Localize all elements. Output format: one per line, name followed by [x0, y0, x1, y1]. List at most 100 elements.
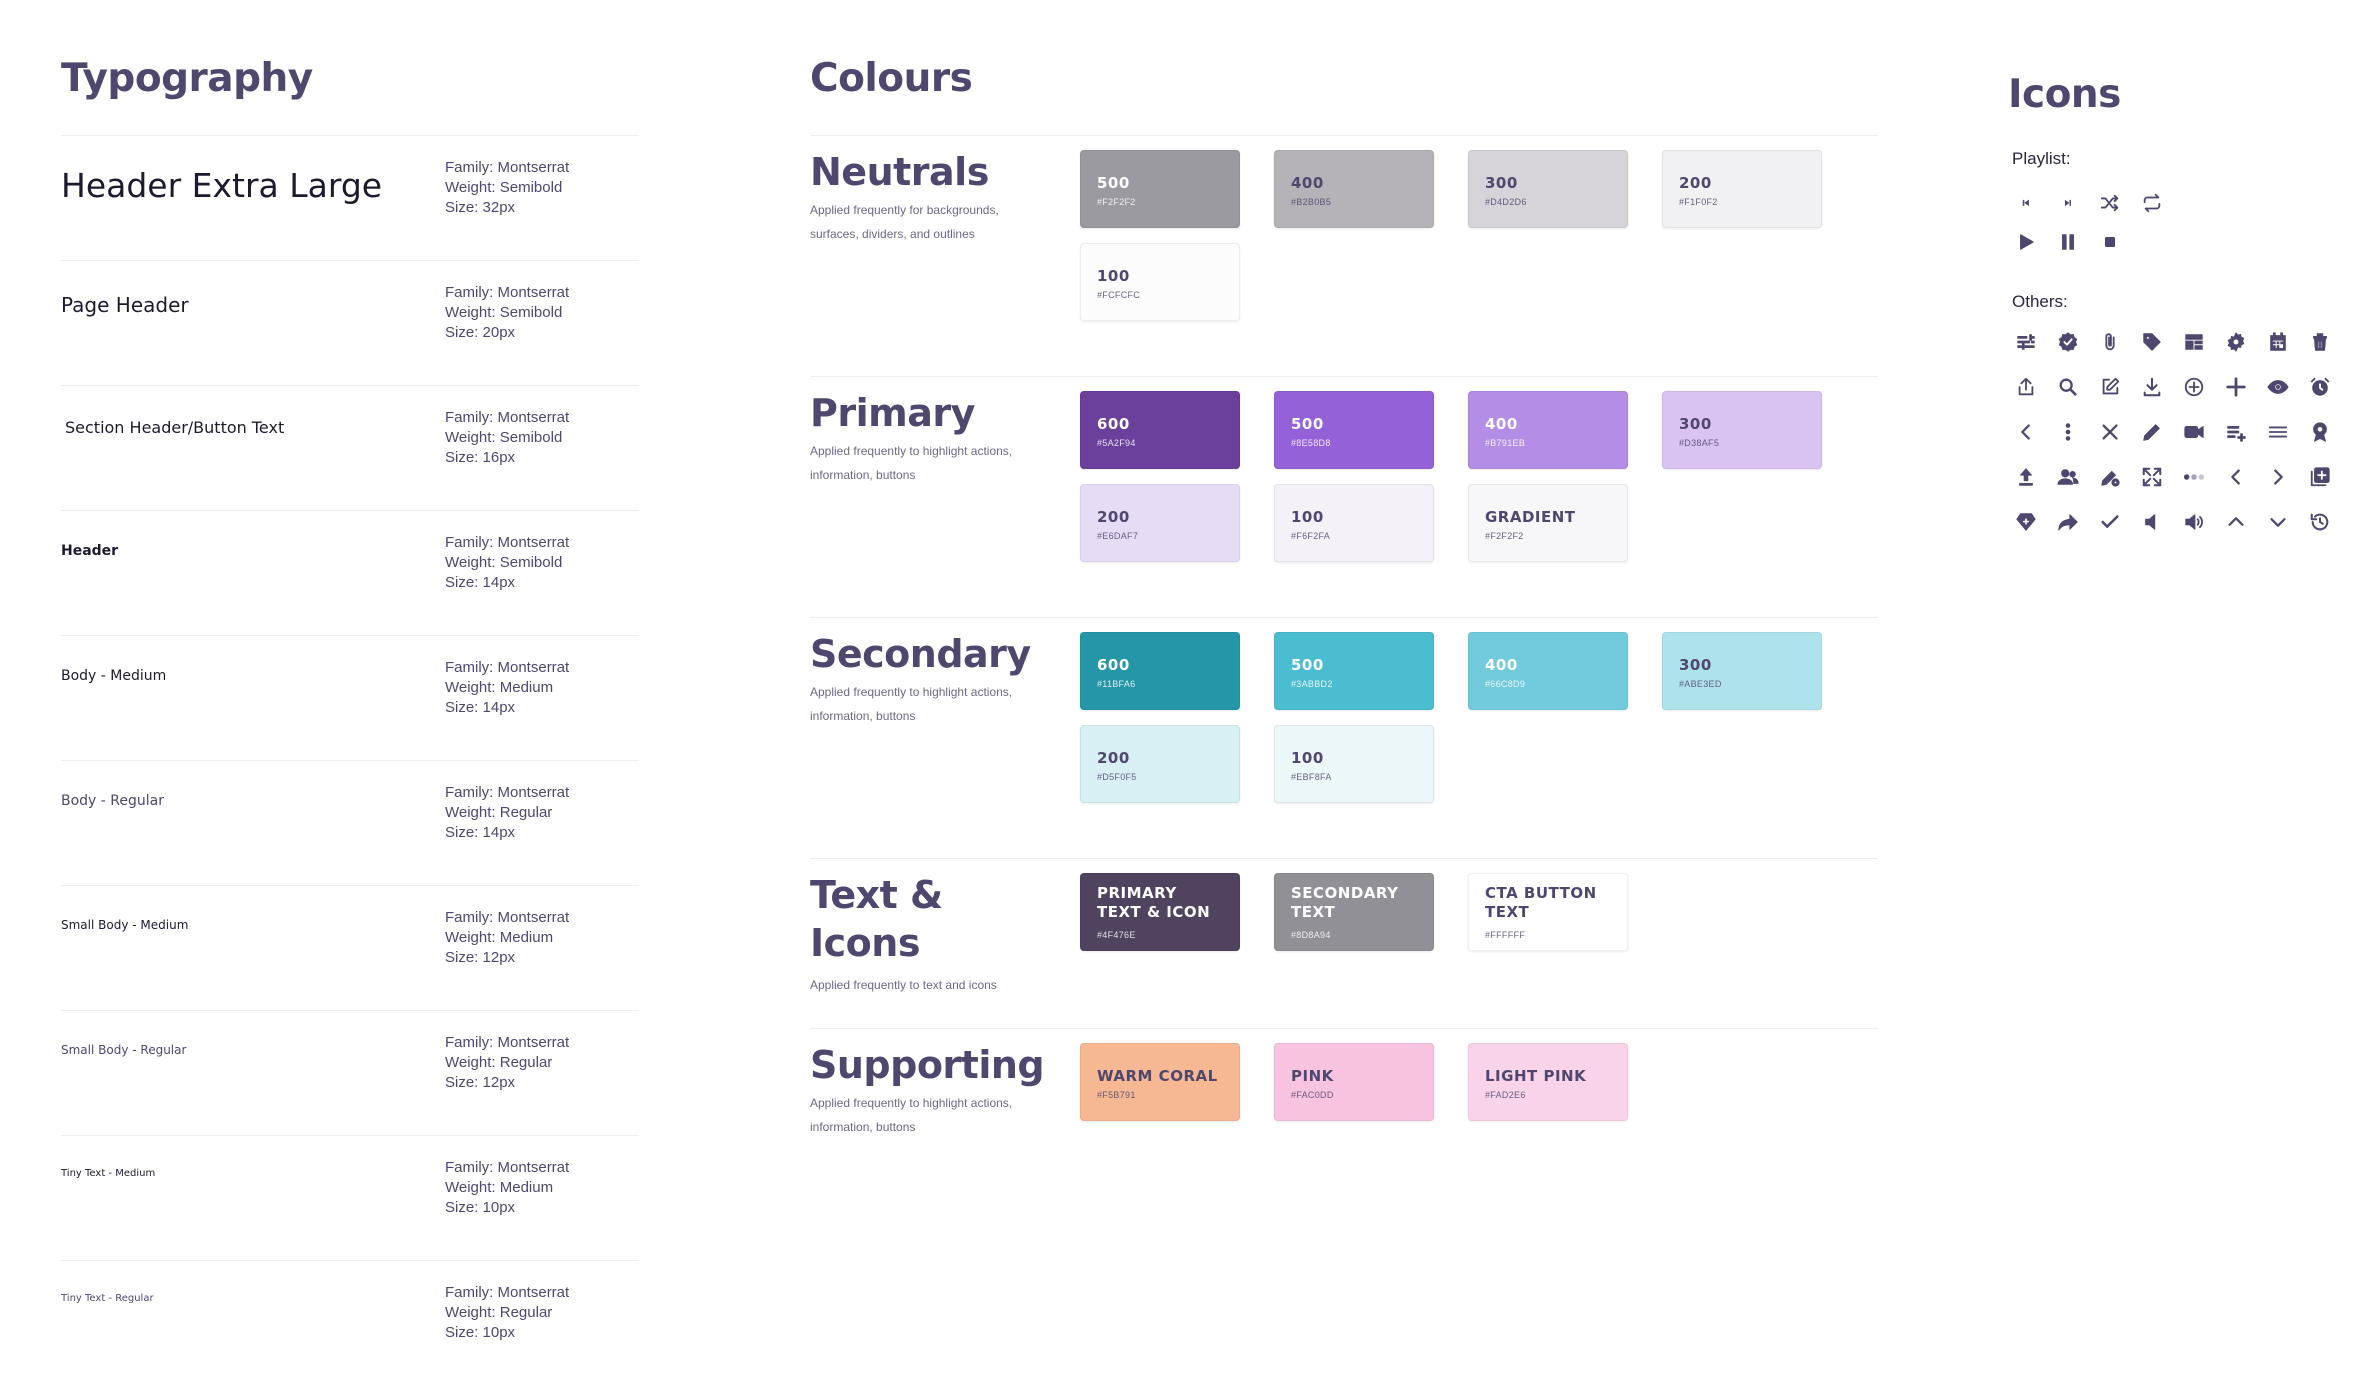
skip-previous-icon[interactable] [2012, 189, 2040, 217]
swatch-name: 600 [1097, 656, 1130, 674]
paperclip-icon[interactable] [2096, 328, 2124, 356]
tag-icon[interactable] [2138, 328, 2166, 356]
settings-icon[interactable] [2222, 328, 2250, 356]
sliders-icon[interactable] [2012, 328, 2040, 356]
divider [810, 1028, 1878, 1029]
video-icon[interactable] [2180, 418, 2208, 446]
group-icon[interactable] [2054, 463, 2082, 491]
badge-icon[interactable] [2306, 418, 2334, 446]
eye-icon[interactable] [2264, 373, 2292, 401]
type-spec-weight: Weight: Semibold [445, 304, 563, 321]
swatch-name: 100 [1291, 749, 1324, 767]
type-spec-weight: Weight: Regular [445, 1054, 553, 1071]
play-icon[interactable] [2012, 228, 2040, 256]
more-vertical-icon[interactable] [2054, 418, 2082, 446]
skip-next-icon[interactable] [2054, 189, 2082, 217]
swatch-name: 600 [1097, 415, 1130, 433]
chevron-right-icon[interactable] [2264, 463, 2292, 491]
colour-swatch: 200#E6DAF7 [1080, 484, 1240, 562]
swatch-name: 500 [1097, 174, 1130, 192]
colour-swatch: 100#F6F2FA [1274, 484, 1434, 562]
shuffle-icon[interactable] [2096, 189, 2124, 217]
type-spec-size: Size: 14px [445, 824, 516, 841]
pause-icon[interactable] [2054, 228, 2082, 256]
swatch-hex: #D38AF5 [1679, 438, 1720, 448]
calendar-icon[interactable] [2264, 328, 2292, 356]
edit-settings-icon[interactable] [2096, 463, 2124, 491]
colour-group-description: Applied frequently to text and icons [810, 973, 1060, 997]
colour-group-description: Applied frequently to highlight actions,… [810, 1091, 1060, 1139]
plus-icon[interactable] [2222, 373, 2250, 401]
type-sample: Tiny Text - Medium [61, 1168, 156, 1179]
swatch-hex: #D4D2D6 [1485, 197, 1527, 207]
stop-icon[interactable] [2096, 228, 2124, 256]
diamond-icon[interactable] [2012, 508, 2040, 536]
history-icon[interactable] [2306, 508, 2334, 536]
menu-icon[interactable] [2264, 418, 2292, 446]
download-icon[interactable] [2138, 373, 2166, 401]
swatch-hex: #F2F2F2 [1097, 197, 1136, 207]
colour-group-title: Secondary [810, 632, 1031, 676]
colour-swatch: PRIMARY TEXT & ICON#4F476E [1080, 873, 1240, 951]
colour-group-title: Neutrals [810, 150, 989, 194]
volume-high-icon[interactable] [2180, 508, 2208, 536]
fullscreen-icon[interactable] [2138, 463, 2166, 491]
swatch-name: 400 [1485, 656, 1518, 674]
swatch-hex: #B791EB [1485, 438, 1526, 448]
swatch-hex: #8D8A94 [1291, 930, 1331, 940]
swatch-name: 300 [1485, 174, 1518, 192]
volume-low-icon[interactable] [2138, 508, 2166, 536]
layout-icon[interactable] [2180, 328, 2208, 356]
chevron-up-icon[interactable] [2222, 508, 2250, 536]
close-icon[interactable] [2096, 418, 2124, 446]
add-box-icon[interactable] [2306, 463, 2334, 491]
colour-swatch: 600#5A2F94 [1080, 391, 1240, 469]
type-spec-size: Size: 14px [445, 699, 516, 716]
colour-group-description-line: Applied frequently for backgrounds, [810, 203, 999, 217]
dots-icon[interactable] [2180, 463, 2208, 491]
divider [61, 885, 639, 886]
type-spec-size: Size: 10px [445, 1324, 516, 1341]
swatch-name: 300 [1679, 415, 1712, 433]
pencil-icon[interactable] [2138, 418, 2166, 446]
swatch-hex: #8E58D8 [1291, 438, 1331, 448]
type-spec-weight: Weight: Regular [445, 804, 553, 821]
swatch-name: 200 [1097, 749, 1130, 767]
swatch-name: WARM CORAL [1097, 1067, 1218, 1085]
alarm-icon[interactable] [2306, 373, 2334, 401]
chevron-left-icon[interactable] [2012, 418, 2040, 446]
check-icon[interactable] [2096, 508, 2124, 536]
swatch-name: LIGHT PINK [1485, 1067, 1587, 1085]
swatch-name: CTA BUTTON TEXT [1485, 884, 1597, 921]
type-spec-family: Family: Montserrat [445, 1284, 570, 1301]
swatch-name: GRADIENT [1485, 508, 1576, 526]
divider [810, 135, 1878, 136]
type-spec-family: Family: Montserrat [445, 784, 570, 801]
edit-square-icon[interactable] [2096, 373, 2124, 401]
type-spec-family: Family: Montserrat [445, 159, 570, 176]
verified-icon[interactable] [2054, 328, 2082, 356]
repeat-icon[interactable] [2138, 189, 2166, 217]
swatch-hex: #3ABBD2 [1291, 679, 1333, 689]
chevron-left-icon[interactable] [2222, 463, 2250, 491]
forward-icon[interactable] [2054, 508, 2082, 536]
add-circle-icon[interactable] [2180, 373, 2208, 401]
typography-title: Typography [61, 56, 313, 101]
divider [61, 1135, 639, 1136]
share-icon[interactable] [2012, 373, 2040, 401]
type-spec-family: Family: Montserrat [445, 909, 570, 926]
divider [61, 510, 639, 511]
colour-group-description-line: information, buttons [810, 1120, 916, 1134]
colour-swatch: 300 #D4D2D6 [1468, 150, 1628, 228]
type-sample: Section Header/Button Text [65, 418, 285, 437]
chevron-down-icon[interactable] [2264, 508, 2292, 536]
swatch-name: PRIMARY TEXT & ICON [1097, 884, 1211, 921]
search-icon[interactable] [2054, 373, 2082, 401]
trash-icon[interactable] [2306, 328, 2334, 356]
upload-icon[interactable] [2012, 463, 2040, 491]
playlist-add-icon[interactable] [2222, 418, 2250, 446]
